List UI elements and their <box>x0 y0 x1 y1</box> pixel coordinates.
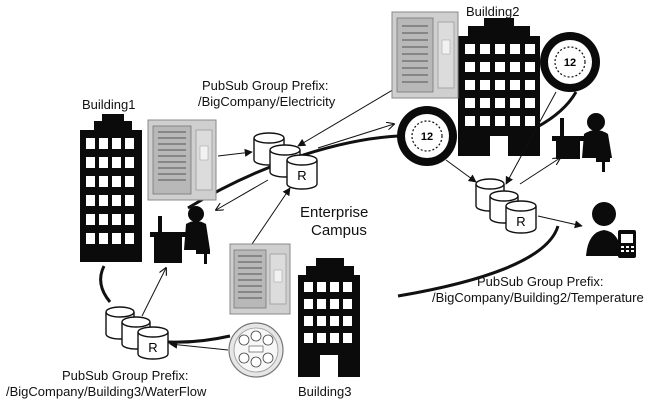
router-label-building3: R <box>148 340 157 355</box>
backbone-arc-left <box>99 265 112 303</box>
prefix-waterflow-path: /BigCompany/Building3/WaterFlow <box>6 384 207 399</box>
water-meter-icon <box>228 322 284 378</box>
router-label-campus: R <box>297 168 306 183</box>
building3-label: Building3 <box>298 384 352 399</box>
thermostat-reading: 12 <box>564 57 576 69</box>
arrow-router-to-building2 <box>317 124 394 149</box>
arrow-thermostat2-to-router2 <box>505 91 557 185</box>
arrow-panel3-to-router <box>247 187 291 251</box>
building2-label: Building2 <box>466 4 520 19</box>
breaker-panel-icon <box>147 119 217 201</box>
server-cylinder-icon <box>105 306 169 360</box>
thermostat-reading: 12 <box>421 131 433 143</box>
arrow-panel2-to-router <box>297 87 397 147</box>
arrow-router3-to-worker1 <box>141 268 166 317</box>
arrow-router2-to-worker2 <box>519 158 560 185</box>
arrow-router2-to-mobile <box>537 215 583 229</box>
router-label-building2: R <box>516 214 525 229</box>
building1-icon <box>80 114 142 262</box>
enterprise-campus-line1: Enterprise <box>300 204 369 221</box>
prefix-waterflow-title: PubSub Group Prefix: <box>62 368 189 383</box>
breaker-panel-icon <box>391 11 459 99</box>
prefix-temperature-path: /BigCompany/Building2/Temperature <box>432 290 644 305</box>
prefix-temperature-title: PubSub Group Prefix: <box>477 274 604 289</box>
thermostat-icon <box>540 32 600 92</box>
mobile-user-icon <box>586 202 636 258</box>
office-worker-icon <box>150 206 210 264</box>
arrow-thermostat-to-router2 <box>445 159 477 183</box>
building2-icon <box>458 18 540 156</box>
server-cylinder-icon <box>475 178 537 234</box>
arrow-router-to-worker1 <box>216 179 269 210</box>
breaker-panel-icon <box>229 243 291 315</box>
prefix-electricity-path: /BigCompany/Electricity <box>198 94 336 109</box>
prefix-electricity-title: PubSub Group Prefix: <box>202 78 329 93</box>
arrow-meter-to-router3 <box>169 340 229 351</box>
thermostat-icon <box>397 106 457 166</box>
office-worker-icon <box>552 113 612 172</box>
arrow-panel-to-router <box>217 148 253 157</box>
backbone-arc-right2 <box>397 225 560 298</box>
server-cylinder-icon <box>253 132 318 190</box>
building3-icon <box>298 258 360 377</box>
enterprise-campus-line2: Campus <box>311 222 367 239</box>
building1-label: Building1 <box>82 97 136 112</box>
